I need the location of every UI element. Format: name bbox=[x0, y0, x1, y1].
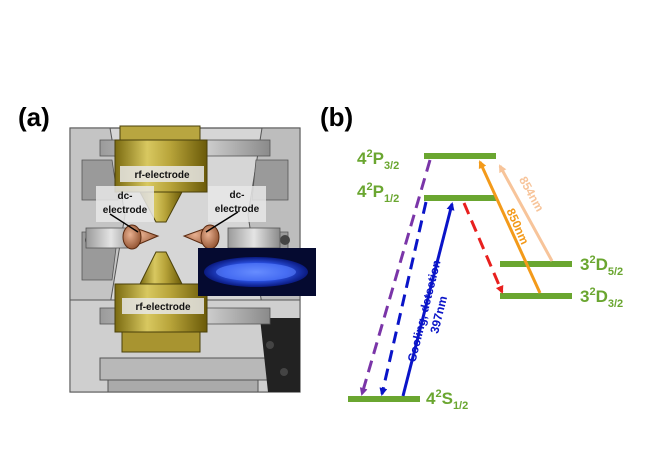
decay-p32-s12-arrow bbox=[359, 159, 432, 396]
decay-p12-s12-arrow bbox=[379, 201, 428, 396]
panel-a: (a) bbox=[18, 102, 316, 393]
panel-b: (b) 42P3/2 42P1/2 32D5/2 32D3/2 42S1/2 C… bbox=[320, 102, 623, 412]
level-3d52-label: 32D5/2 bbox=[580, 254, 623, 278]
level-4s12-bar bbox=[348, 396, 420, 402]
dc-electrode-right-label-line1: dc- bbox=[230, 190, 245, 201]
panel-a-label: (a) bbox=[18, 102, 50, 132]
level-4s12-label: 42S1/2 bbox=[426, 388, 468, 412]
repump-854-arrow bbox=[498, 164, 554, 262]
ion-cloud-image bbox=[198, 248, 316, 296]
level-4p12-bar bbox=[424, 195, 496, 201]
rf-electrode-top-label: rf-electrode bbox=[134, 170, 189, 181]
cooling-label-group: Cooling, detection 397nm bbox=[405, 259, 450, 364]
dc-electrode-left-label-line1: dc- bbox=[118, 191, 133, 202]
rf-electrode-bottom-label: rf-electrode bbox=[135, 302, 190, 313]
level-4p32-bar bbox=[424, 153, 496, 159]
dc-electrode-right-label-line2: electrode bbox=[215, 204, 260, 215]
level-3d52-bar bbox=[500, 261, 572, 267]
level-3d32-label: 32D3/2 bbox=[580, 286, 623, 310]
level-4p32-label: 42P3/2 bbox=[357, 148, 399, 172]
panel-b-label: (b) bbox=[320, 102, 353, 132]
transition-854-label: 854nm bbox=[516, 174, 547, 214]
dc-electrode-left-label-line2: electrode bbox=[103, 205, 148, 216]
cooling-397-arrow bbox=[401, 202, 455, 397]
level-3d32-bar bbox=[500, 293, 572, 299]
decay-p12-d32-arrow bbox=[462, 202, 504, 294]
level-4p12-label: 42P1/2 bbox=[357, 181, 399, 205]
repump-850-arrow bbox=[478, 160, 542, 294]
transition-850-label: 850nm bbox=[504, 206, 532, 246]
